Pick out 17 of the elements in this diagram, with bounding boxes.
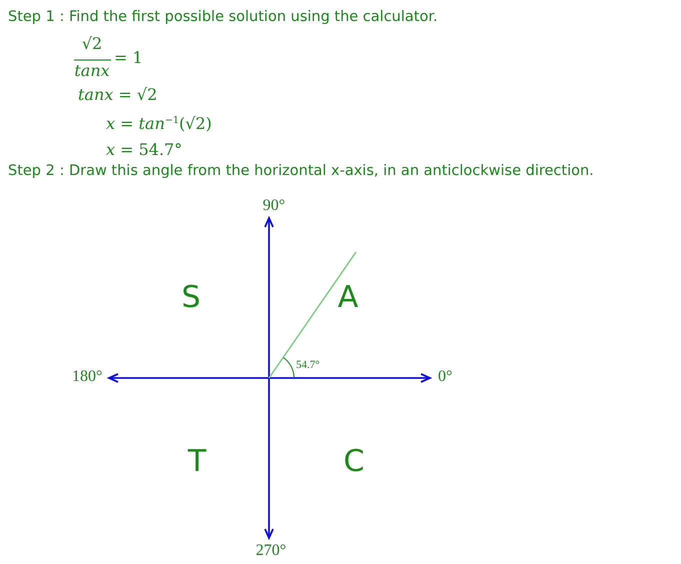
step-instruction: Step 1 : Find the first possible solution using the calculator. <box>8 10 438 26</box>
step-instruction: Step 2 : Draw this angle from the horizontal x-axis, in an anticlockwise direction. <box>8 164 594 180</box>
angle-value: 54.7° <box>296 358 320 372</box>
equation: x = 54.7° <box>106 141 182 159</box>
quadrant-letter: T <box>188 447 206 477</box>
angle-label: 90° <box>262 197 286 215</box>
angle-label: 270° <box>256 542 286 560</box>
angle-label: 180° <box>72 368 102 386</box>
quadrant-letter: A <box>338 283 358 313</box>
equation: tanx = √2 <box>78 86 158 104</box>
fraction-numerator: √2 <box>82 35 102 53</box>
quadrant-letter: S <box>181 283 201 313</box>
fraction-denominator: tanx <box>74 62 110 80</box>
quadrant-letter: C <box>344 447 364 477</box>
equation: = 1 <box>114 49 143 67</box>
angle-label: 0° <box>438 368 452 386</box>
equation: x = tan$^{−1}$(√2) <box>106 115 212 133</box>
